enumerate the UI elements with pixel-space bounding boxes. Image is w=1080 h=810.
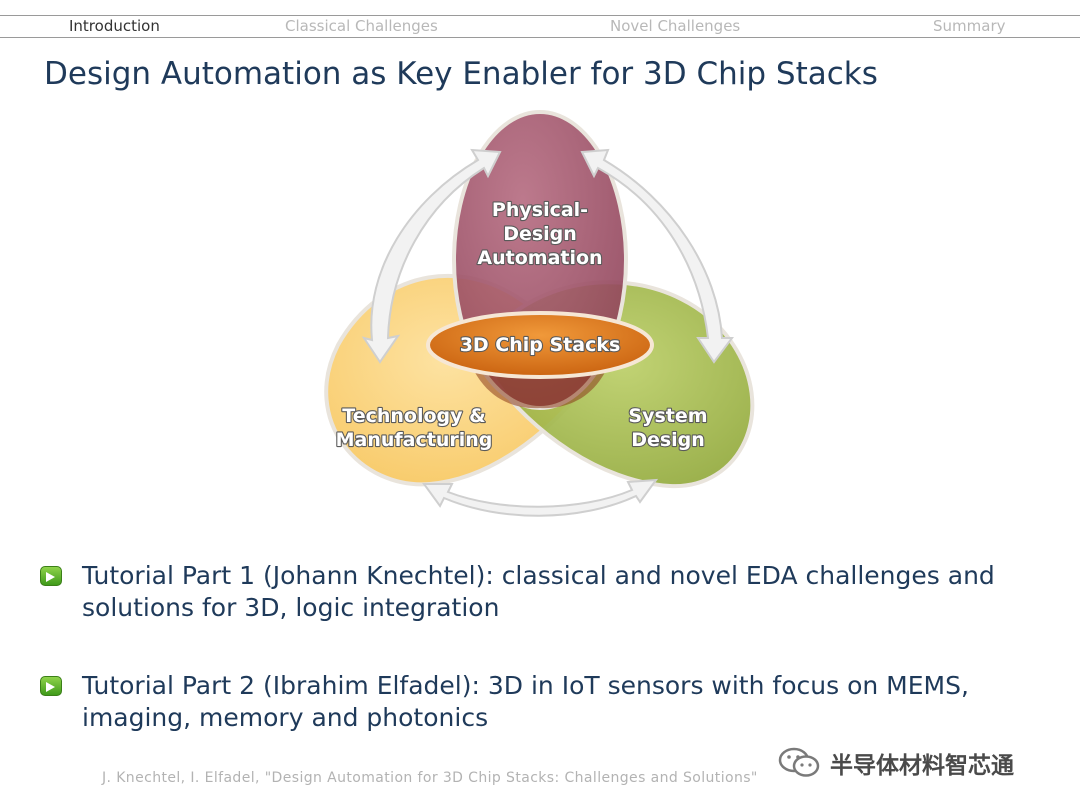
arrow-bottom-double — [422, 478, 659, 517]
arrow-right-double — [580, 148, 734, 364]
nav-item-classical-challenges[interactable]: Classical Challenges — [285, 17, 438, 35]
bullet-text: Tutorial Part 2 (Ibrahim Elfadel): 3D in… — [82, 671, 969, 732]
nav-item-summary[interactable]: Summary — [933, 17, 1006, 35]
bullet-item: Tutorial Part 2 (Ibrahim Elfadel): 3D in… — [40, 670, 1040, 734]
nav-item-introduction[interactable]: Introduction — [69, 17, 160, 35]
watermark: 半导体材料智芯通 — [778, 742, 1058, 782]
bullet-item: Tutorial Part 1 (Johann Knechtel): class… — [40, 560, 1040, 624]
left-label-line2: Manufacturing — [336, 429, 493, 451]
bullet-text: Tutorial Part 1 (Johann Knechtel): class… — [82, 561, 995, 622]
right-label-line2: Design — [631, 429, 705, 451]
navigation-bar: Introduction Classical Challenges Novel … — [0, 15, 1080, 38]
green-arrow-icon — [40, 566, 62, 586]
slide-footer: J. Knechtel, I. Elfadel, "Design Automat… — [102, 770, 758, 786]
top-label-line3: Automation — [477, 247, 602, 269]
watermark-text: 半导体材料智芯通 — [830, 753, 1014, 779]
center-ellipse — [426, 311, 654, 379]
wechat-icon — [778, 747, 820, 777]
center-label: 3D Chip Stacks — [460, 334, 621, 356]
top-label-line1: Physical- — [492, 199, 588, 221]
left-label-line1: Technology & — [342, 405, 485, 427]
right-label-line1: System — [628, 405, 707, 427]
slide-title: Design Automation as Key Enabler for 3D … — [44, 56, 878, 92]
venn-diagram: Physical- Design Automation 3D Chip Stac… — [324, 110, 755, 517]
cycle-arrows — [361, 148, 734, 517]
top-label-line2: Design — [503, 223, 577, 245]
green-arrow-icon — [40, 676, 62, 696]
arrow-left-double — [361, 148, 502, 364]
nav-item-novel-challenges[interactable]: Novel Challenges — [610, 17, 741, 35]
